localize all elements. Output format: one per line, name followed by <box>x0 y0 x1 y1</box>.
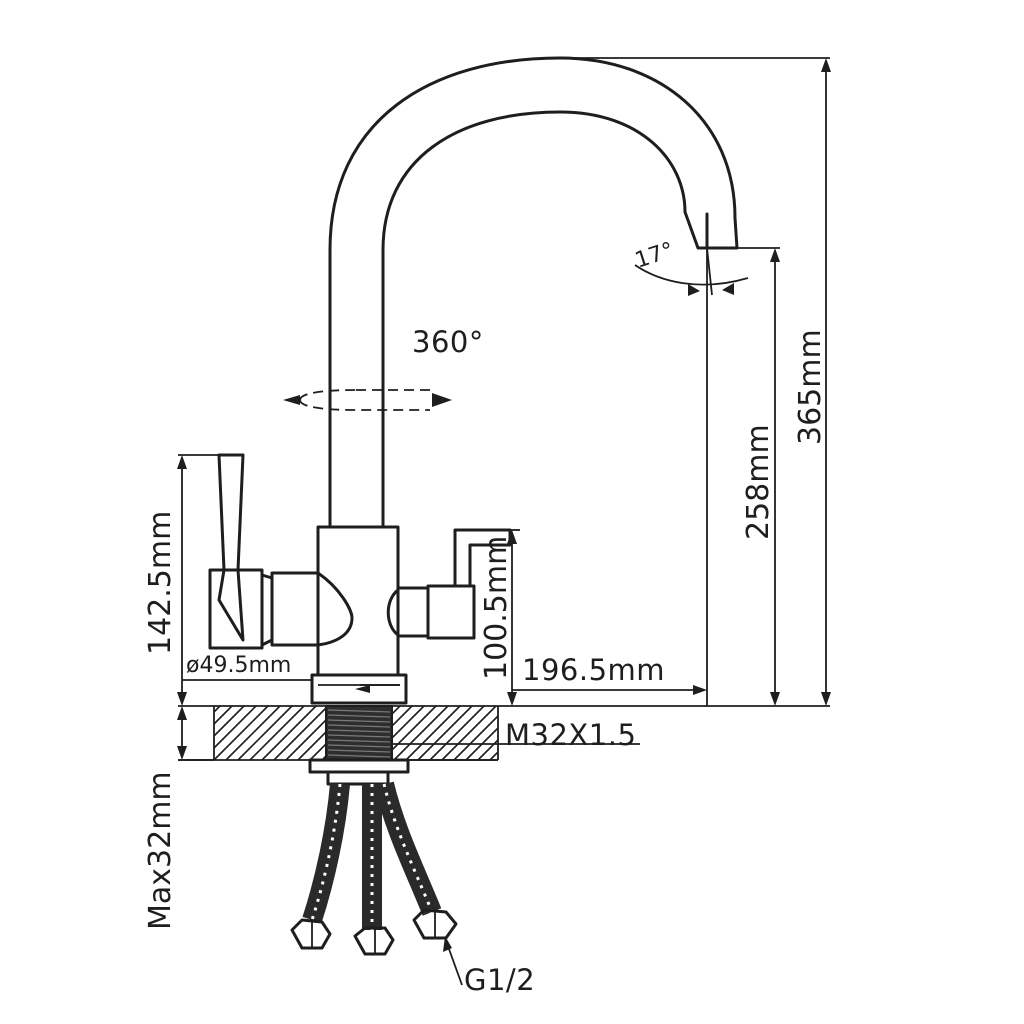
hatch-line <box>273 705 329 761</box>
hatch-line <box>213 705 269 761</box>
hatch-line <box>453 715 499 761</box>
angle-arrow-left-icon <box>688 284 700 296</box>
height-body-label: 100.5mm <box>479 536 514 680</box>
thread-line <box>327 754 391 758</box>
thread-line <box>327 734 391 738</box>
reach-label: 196.5mm <box>522 653 665 687</box>
rotation-arrowtail-icon <box>283 395 300 405</box>
spout <box>328 56 739 529</box>
hatch-line <box>213 705 257 749</box>
hatch-line <box>441 705 497 761</box>
thread-line <box>327 724 391 728</box>
thread-label: M32X1.5 <box>505 718 636 752</box>
hose-connection-label: G1/2 <box>464 963 535 997</box>
height-lever-label: 142.5mm <box>143 511 178 655</box>
thread-line <box>327 749 391 753</box>
rotation-arrowhead-icon <box>432 393 452 407</box>
thread-line <box>327 714 391 718</box>
hatch-line <box>393 705 449 761</box>
hatch-line <box>489 751 499 761</box>
hatch-line <box>213 705 233 725</box>
supply-hoses <box>290 781 458 956</box>
thread-line <box>327 719 391 723</box>
max-thickness-label: Max32mm <box>143 771 178 930</box>
hatch-line <box>405 705 461 761</box>
hatch-line <box>213 705 245 737</box>
hatch-line <box>237 705 293 761</box>
height-spout-label: 258mm <box>741 424 776 540</box>
angle-arrow-right-icon <box>722 283 734 295</box>
thread-line <box>327 709 391 713</box>
hatch-line <box>225 705 281 761</box>
hatch-line <box>429 705 485 761</box>
thread-line <box>327 729 391 733</box>
hatch-line <box>213 705 221 713</box>
dimension-lines <box>177 57 831 986</box>
thread-line <box>327 739 391 743</box>
height-total-label: 365mm <box>793 329 828 445</box>
hatch-line <box>249 705 305 761</box>
countertop-section <box>178 705 830 786</box>
rotation-indicator <box>283 389 452 411</box>
base-diameter-label: ø49.5mm <box>186 653 291 678</box>
hatch-line <box>417 705 473 761</box>
diameter-arrow-icon <box>355 685 370 693</box>
hatch-line <box>261 705 317 761</box>
hatch-line <box>477 739 499 761</box>
angle-label: 17° <box>632 238 677 274</box>
rotation-label: 360° <box>412 325 484 359</box>
thread-line <box>327 744 391 748</box>
